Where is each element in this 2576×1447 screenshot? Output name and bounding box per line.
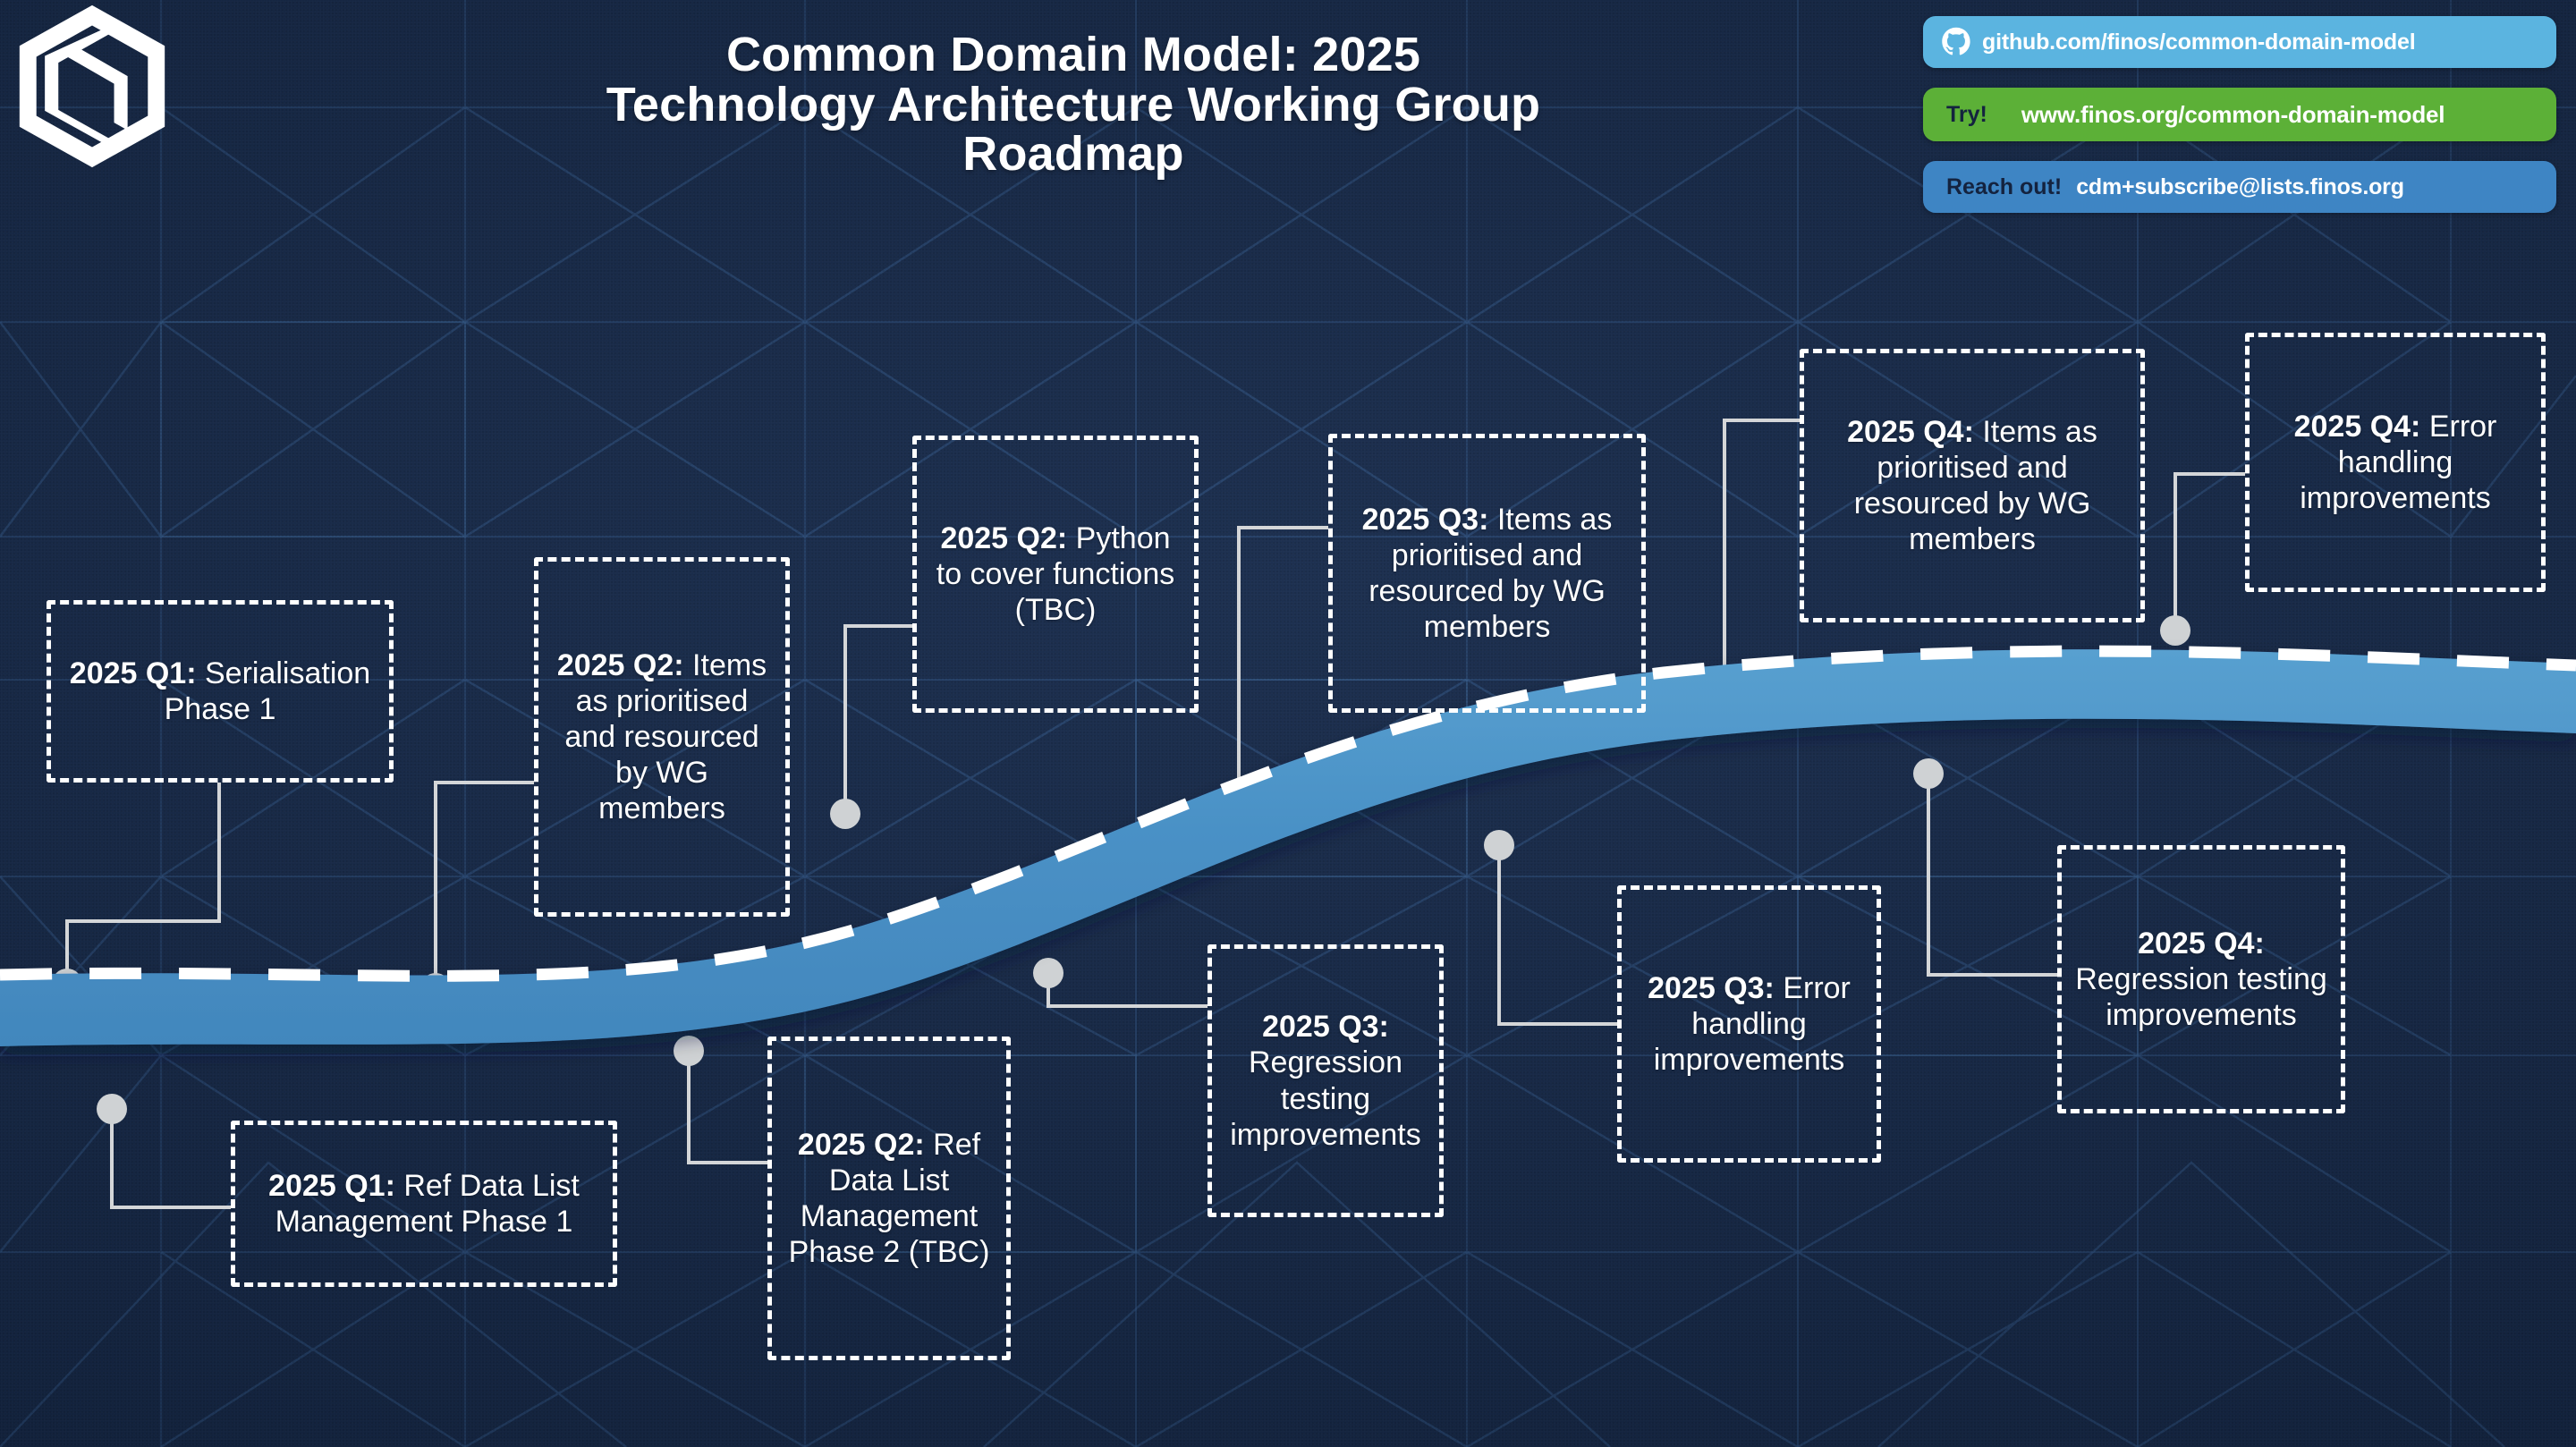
milestone-quarter: 2025 Q2: [797, 1127, 934, 1162]
milestone-quarter: 2025 Q3: [1361, 502, 1497, 537]
milestone-quarter: 2025 Q4: [2138, 926, 2265, 960]
connector-dot-q1-ref-data [97, 1094, 127, 1124]
milestone-quarter: 2025 Q1: [69, 656, 205, 690]
title-line-1: Common Domain Model: 2025 [725, 28, 1421, 81]
milestone-card-q2-python[interactable]: 2025 Q2: Python to cover functions (TBC) [912, 436, 1199, 713]
connector-q4-regression [1927, 778, 2057, 977]
connector-q1-ref-data [110, 1113, 231, 1209]
connector-q2-items [434, 781, 534, 984]
connector-dot-q3-regression [1033, 958, 1063, 988]
try-link-badge[interactable]: Try! www.finos.org/common-domain-model [1923, 88, 2556, 141]
roadmap-road [0, 645, 2576, 1046]
milestone-text: Ref Data List Management Phase 1 [275, 1168, 580, 1239]
github-url-label: github.com/finos/common-domain-model [1982, 29, 2416, 55]
connector-q2-ref-data [687, 1055, 769, 1164]
connector-dot-q3-error [1484, 830, 1514, 860]
milestone-quarter: 2025 Q3: [1262, 1010, 1389, 1045]
milestone-text: Items as prioritised and resourced by WG… [564, 647, 767, 826]
reach-out-label: Reach out! [1946, 173, 2063, 199]
title-line-3: Roadmap [962, 127, 1184, 182]
milestone-quarter: 2025 Q1: [268, 1168, 404, 1203]
page-title: Common Domain Model: 2025 Technology Arc… [277, 30, 1869, 180]
milestone-text: Python to cover functions (TBC) [936, 520, 1175, 628]
milestone-card-q4-items[interactable]: 2025 Q4: Items as prioritised and resour… [1800, 349, 2145, 622]
road-ribbon [0, 649, 2576, 1046]
milestone-card-q1-ref-data[interactable]: 2025 Q1: Ref Data List Management Phase … [231, 1121, 617, 1287]
milestone-card-q3-regression[interactable]: 2025 Q3: Regression testing improvements [1208, 944, 1444, 1217]
milestone-quarter: 2025 Q4: [2293, 409, 2429, 444]
milestone-text: Items as prioritised and resourced by WG… [1853, 414, 2097, 557]
milestone-text: Error handling improvements [1653, 970, 1851, 1078]
connector-q4-items [1723, 419, 1800, 689]
milestone-quarter: 2025 Q2: [940, 520, 1076, 555]
milestone-card-q2-ref-data[interactable]: 2025 Q2: Ref Data List Management Phase … [767, 1037, 1011, 1360]
milestone-card-q3-error[interactable]: 2025 Q3: Error handling improvements [1617, 885, 1881, 1163]
title-line-2: Technology Architecture Working Group [606, 77, 1541, 131]
try-url-label: www.finos.org/common-domain-model [2021, 100, 2445, 128]
connector-q3-items [1237, 526, 1328, 805]
finos-hexagon-logo [19, 4, 165, 168]
connector-q3-error [1497, 850, 1619, 1026]
milestone-card-q2-items[interactable]: 2025 Q2: Items as prioritised and resour… [534, 557, 790, 917]
milestone-card-q4-error[interactable]: 2025 Q4: Error handling improvements [2245, 333, 2546, 592]
milestone-card-q3-items[interactable]: 2025 Q3: Items as prioritised and resour… [1328, 434, 1646, 713]
connector-q2-python [843, 624, 912, 809]
github-link-badge[interactable]: github.com/finos/common-domain-model [1923, 16, 2556, 68]
milestone-quarter: 2025 Q3: [1648, 970, 1784, 1005]
milestone-card-q1-serialisation[interactable]: 2025 Q1: Serialisation Phase 1 [47, 600, 394, 783]
connector-dot-q2-ref-data [674, 1036, 704, 1066]
milestone-card-q4-regression[interactable]: 2025 Q4: Regression testing improvements [2057, 845, 2345, 1113]
road-center-dashes [0, 645, 2576, 982]
milestone-text: Serialisation Phase 1 [164, 656, 371, 726]
milestone-text: Items as prioritised and resourced by WG… [1368, 502, 1613, 645]
milestone-quarter: 2025 Q4: [1847, 414, 1983, 449]
milestone-text: Regression testing improvements [1230, 1045, 1421, 1152]
github-icon [1942, 27, 1970, 55]
connector-dot-q4-error [2160, 615, 2190, 646]
reach-out-email-label: cdm+subscribe@lists.finos.org [2076, 173, 2404, 199]
connector-dot-q2-python [830, 799, 860, 829]
connector-q1-serialisation [65, 783, 221, 979]
milestone-quarter: 2025 Q2: [556, 647, 693, 682]
link-badges: github.com/finos/common-domain-model Try… [1923, 16, 2556, 213]
connector-dot-q4-regression [1913, 758, 1944, 789]
milestone-text: Ref Data List Management Phase 2 (TBC) [788, 1127, 990, 1270]
milestone-text: Regression testing improvements [2075, 961, 2327, 1033]
milestone-text: Error handling improvements [2300, 409, 2497, 516]
reach-out-badge[interactable]: Reach out! cdm+subscribe@lists.finos.org [1923, 161, 2556, 213]
try-label: Try! [1946, 101, 1987, 127]
connector-q4-error [2174, 472, 2245, 626]
